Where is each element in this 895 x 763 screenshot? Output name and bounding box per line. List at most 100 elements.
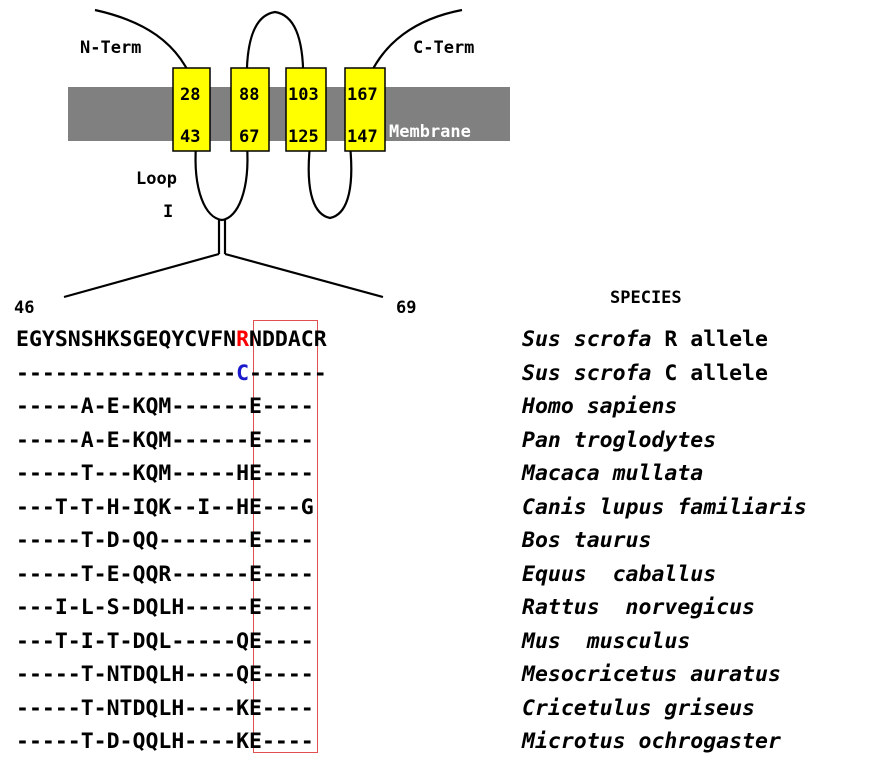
tm-segment-4: 167 147 [344, 67, 386, 152]
sequence-pre: -----A-E-KQM----- [16, 394, 237, 419]
sequence-position-mark: - [236, 595, 250, 620]
intracellular-loop-2 [307, 144, 353, 220]
species-name: Cricetulus griseus [522, 695, 755, 721]
tm-segment-1: 28 43 [172, 67, 211, 152]
species-name: Microtus ochrogaster [522, 729, 781, 754]
sequence-position-mark: K [236, 729, 250, 754]
sequence-position-mark: - [236, 561, 250, 587]
sequence-position-mark: C [236, 360, 250, 386]
species-row: Sus scrofa R allele [522, 327, 807, 361]
species-name: Rattus norvegicus [522, 595, 755, 620]
sequence-position-mark: H [236, 494, 250, 520]
sequence-post: E---- [249, 729, 314, 754]
species-header: SPECIES [610, 288, 682, 308]
species-name: Canis lupus familiaris [522, 494, 807, 520]
sequence-row: -----T-D-QQLH----KE---- [16, 729, 327, 763]
tm-segment-2: 88 67 [230, 67, 270, 152]
species-row: Pan troglodytes [522, 428, 807, 462]
sequence-position-mark: - [236, 427, 250, 453]
sequence-pre: -----T-NTDQLH---- [16, 695, 237, 721]
tm-segment-3-bottom: 125 [288, 127, 319, 147]
species-allele: C allele [651, 360, 768, 386]
sequence-row: -----T-D-QQ-------E---- [16, 528, 327, 562]
tm-segment-4-bottom: 147 [347, 127, 378, 147]
species-row: Homo sapiens [522, 394, 807, 428]
species-row: Sus scrofa C allele [522, 361, 807, 395]
species-row: Macaca mullata [522, 461, 807, 495]
sequence-pre: EGYSNSHKSGEQYCVFN [16, 327, 237, 352]
species-name: Homo sapiens [522, 394, 678, 419]
sequence-row: -----T-NTDQLH----QE---- [16, 662, 327, 696]
tm-segment-1-bottom: 43 [180, 127, 200, 147]
species-name: Mus musculus [522, 628, 691, 654]
species-name: Mesocricetus auratus [522, 662, 781, 687]
sequence-pre: -----T-D-QQLH---- [16, 729, 237, 754]
sequence-row: ---T-I-T-DQL-----QE---- [16, 629, 327, 663]
sequence-pre: ---T-T-H-IQK--I-- [16, 494, 237, 520]
sequence-pre: -----A-E-KQM----- [16, 427, 237, 453]
sequence-row: ---I-L-S-DQLH-----E---- [16, 595, 327, 629]
sequence-pre: -----T-D-QQ------ [16, 528, 237, 553]
zoom-line-left [63, 252, 220, 299]
sequence-position-mark: - [236, 528, 250, 553]
sequence-position-mark: H [236, 461, 250, 486]
sequence-row: -----A-E-KQM------E---- [16, 394, 327, 428]
species-row: Equus caballus [522, 562, 807, 596]
tm-segment-2-top: 88 [239, 85, 259, 105]
alignment-end-position: 69 [396, 298, 417, 318]
species-row: Microtus ochrogaster [522, 729, 807, 763]
n-term-label: N-Term [80, 38, 141, 58]
species-name: Bos taurus [522, 528, 652, 553]
sequence-post: E---- [249, 561, 314, 587]
sequence-post: E---- [249, 427, 314, 453]
sequence-position-mark: - [236, 394, 250, 419]
loop-label-line1: Loop [136, 169, 177, 189]
sequence-post: E---- [249, 595, 314, 620]
tm-segment-1-top: 28 [180, 85, 200, 105]
sequence-position-mark: Q [236, 628, 250, 654]
tm-segment-3-top: 103 [288, 85, 319, 105]
tm-segment-2-bottom: 67 [239, 127, 259, 147]
sequence-pre: ----------------- [16, 360, 237, 386]
sequence-row: -----A-E-KQM------E---- [16, 428, 327, 462]
sequence-pre: ---T-I-T-DQL----- [16, 628, 237, 654]
sequence-pre: -----T---KQM----- [16, 461, 237, 486]
sequence-alignment: EGYSNSHKSGEQYCVFNRNDDACR----------------… [16, 327, 327, 763]
species-row: Mus musculus [522, 629, 807, 663]
sequence-pre: ---I-L-S-DQLH---- [16, 595, 237, 620]
c-term-label: C-Term [413, 38, 474, 58]
alignment-start-position: 46 [14, 298, 35, 318]
loop-label-line2: I [163, 202, 173, 222]
species-row: Canis lupus familiaris [522, 495, 807, 529]
species-row: Mesocricetus auratus [522, 662, 807, 696]
tm-segment-3: 103 125 [285, 67, 327, 152]
zoom-line-right [224, 252, 384, 299]
sequence-post: E---- [249, 528, 314, 553]
sequence-post: ------ [249, 360, 327, 386]
extracellular-loop-1 [245, 10, 305, 91]
sequence-position-mark: K [236, 695, 250, 721]
sequence-post: E---- [249, 394, 314, 419]
sequence-position-mark: R [236, 327, 250, 352]
sequence-row: -----------------C------ [16, 361, 327, 395]
sequence-post: E---- [249, 461, 314, 486]
sequence-row: -----T-NTDQLH----KE---- [16, 696, 327, 730]
species-row: Rattus norvegicus [522, 595, 807, 629]
species-name: Sus scrofa [522, 327, 652, 352]
sequence-post: NDDACR [249, 327, 327, 352]
tm-segment-4-top: 167 [347, 85, 378, 105]
loop-i [194, 144, 249, 222]
sequence-post: E---G [249, 494, 314, 520]
membrane-label: Membrane [389, 122, 471, 142]
sequence-row: -----T-E-QQR------E---- [16, 562, 327, 596]
species-name: Sus scrofa [522, 360, 652, 386]
sequence-post: E---- [249, 628, 314, 654]
sequence-pre: -----T-NTDQLH---- [16, 662, 237, 687]
sequence-row: ---T-T-H-IQK--I--HE---G [16, 495, 327, 529]
species-row: Bos taurus [522, 528, 807, 562]
sequence-pre: -----T-E-QQR----- [16, 561, 237, 587]
sequence-post: E---- [249, 662, 314, 687]
sequence-row: -----T---KQM-----HE---- [16, 461, 327, 495]
